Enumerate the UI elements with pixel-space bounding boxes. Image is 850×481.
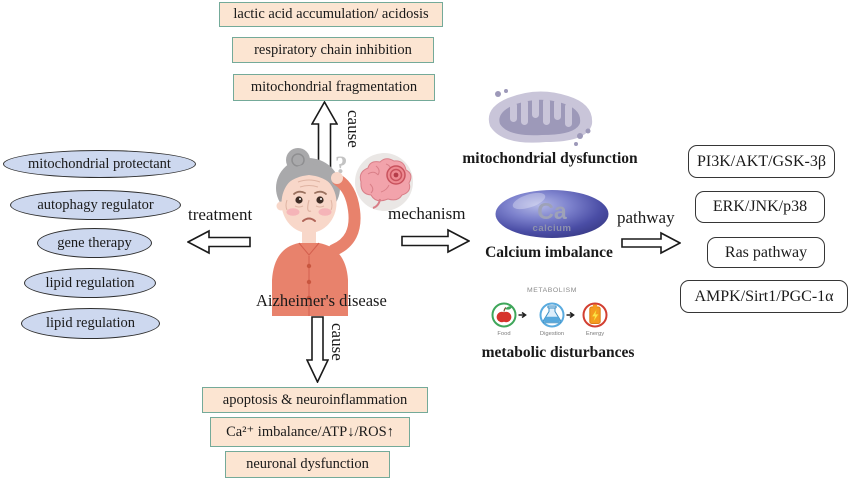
cause-box-respiratory-chain: respiratory chain inhibition (232, 37, 434, 63)
brain-icon (355, 153, 413, 211)
right-arrow-icon (401, 228, 470, 254)
treatment-oval-autophagy-regulator: autophagy regulator (10, 190, 181, 220)
treatment-arrow-label: treatment (188, 205, 253, 224)
pathway-arrow-label: pathway (617, 208, 675, 227)
pathway-box-ras: Ras pathway (707, 237, 825, 268)
mechanism-arrow-label: mechanism (388, 204, 466, 223)
treatment-oval-mitochondrial-protectant: mitochondrial protectant (3, 150, 196, 178)
pathway-box-pi3k-akt-gsk3b: PI3K/AKT/GSK-3β (688, 145, 835, 178)
svg-text:Digestion: Digestion (540, 331, 564, 337)
svg-text:Food: Food (497, 331, 510, 337)
pathway-arrow-icon (621, 231, 681, 255)
treatment-oval-gene-therapy: gene therapy (37, 228, 152, 258)
mitochondrial-dysfunction-label: mitochondrial dysfunction (462, 150, 638, 167)
calcium-imbalance-label: Calcium imbalance (485, 244, 613, 261)
treatment-oval-lipid-regulation-1: lipid regulation (24, 268, 156, 298)
cause-box-apoptosis-neuroinflammation: apoptosis & neuroinflammation (202, 387, 428, 413)
down-arrow-icon (306, 316, 329, 383)
cause-box-lactic-acid: lactic acid accumulation/ acidosis (219, 2, 443, 27)
left-arrow-icon (187, 229, 251, 255)
cause-box-ca-imbalance-atp-ros: Ca²⁺ imbalance/ATP↓/ROS↑ (210, 417, 410, 447)
cause-box-neuronal-dysfunction: neuronal dysfunction (225, 451, 390, 478)
question-mark: ? (335, 152, 348, 179)
svg-text:Ca: Ca (537, 198, 567, 224)
treatment-oval-lipid-regulation-2: lipid regulation (21, 308, 160, 339)
svg-text:calcium: calcium (533, 223, 572, 234)
svg-text:METABOLISM: METABOLISM (527, 287, 577, 294)
disease-label: Aizheimer's disease (256, 291, 387, 310)
metabolism-icon: METABOLISM Food Digestion Energy (491, 287, 608, 337)
pathway-box-ampk-sirt1-pgc1a: AMPK/Sirt1/PGC-1α (680, 280, 848, 313)
food-apple-icon (491, 302, 517, 328)
metabolic-disturbances-label: metabolic disturbances (481, 344, 635, 361)
down-cause-label: cause (328, 323, 347, 361)
calcium-pill-icon: Ca calcium (495, 190, 609, 238)
energy-battery-icon (582, 302, 608, 328)
elderly-woman-illustration (272, 148, 361, 316)
cause-box-mitochondrial-fragmentation: mitochondrial fragmentation (233, 74, 435, 101)
svg-text:Energy: Energy (586, 331, 604, 337)
pathway-box-erk-jnk-p38: ERK/JNK/p38 (695, 191, 825, 223)
up-cause-label: cause (344, 110, 363, 148)
digestion-flask-icon (539, 302, 565, 328)
mitochondria-icon (488, 89, 593, 146)
